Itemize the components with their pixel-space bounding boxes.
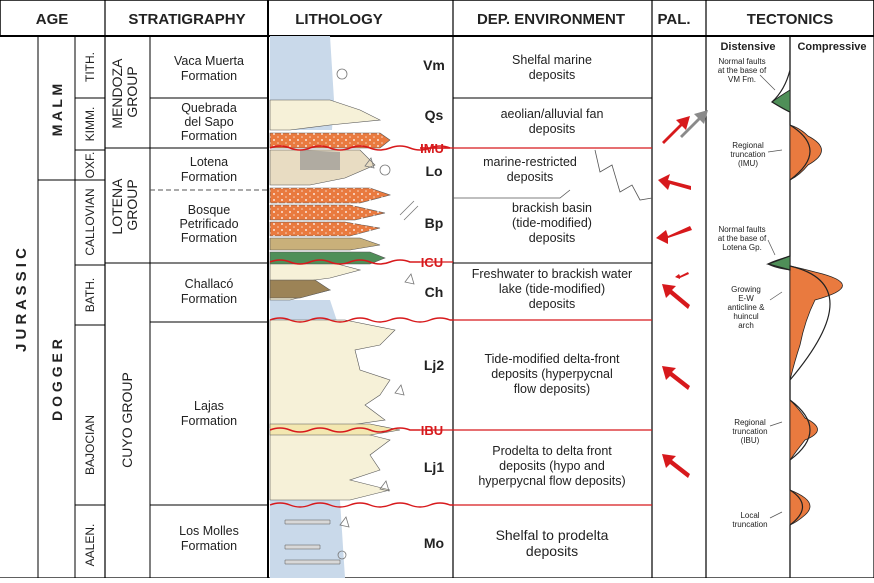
unit-lj1: Lj1 [424, 459, 444, 475]
compressive-peak-imu [790, 125, 822, 180]
facies-transition-line [595, 150, 652, 200]
unit-vm: Vm [423, 57, 445, 73]
header-stratigraphy: STRATIGRAPHY [128, 11, 245, 28]
tectonics-compressive: Compressive [797, 41, 866, 53]
stage-tithonian: TITH. [83, 52, 97, 82]
unit-bp: Bp [425, 215, 444, 231]
unit-mo: Mo [424, 535, 444, 551]
stage-aalenian: AALEN. [83, 524, 97, 567]
unit-codes: Vm Qs Lo Bp Ch Lj2 Lj1 Mo [423, 57, 445, 551]
compressive-peak-anticline [790, 266, 843, 380]
tectonic-curves [768, 56, 843, 578]
group-cuyo: CUYO GROUP [119, 372, 135, 468]
paleo-arrow-1 [662, 116, 690, 144]
epoch-dogger: D O G G E R [49, 339, 65, 421]
period-label: J U R A S S I C [13, 248, 30, 352]
unit-lo: Lo [425, 163, 442, 179]
group-lotena-line2: GROUP [124, 179, 140, 230]
unit-qs: Qs [425, 107, 444, 123]
unit-ch: Ch [425, 284, 444, 300]
stage-oxfordian: OXF. [83, 152, 97, 179]
compressive-peak-local [790, 490, 810, 525]
tectonics-distensive: Distensive [720, 41, 775, 53]
epoch-malm: M A L M [49, 84, 65, 136]
compressive-peak-ibu [790, 400, 818, 460]
unit-lj2: Lj2 [424, 357, 444, 373]
header-age: AGE [36, 11, 69, 28]
header-tectonics: TECTONICS [747, 11, 833, 28]
paleo-arrow-8 [662, 454, 690, 478]
group-lotena-line1: LOTENA [109, 178, 125, 235]
stage-kimmeridgian: KIMM. [83, 107, 97, 142]
group-mendoza-line1: MENDOZA [109, 58, 125, 129]
paleo-arrow-3 [658, 174, 691, 190]
header-environment: DEP. ENVIRONMENT [477, 11, 625, 28]
stage-callovian: CALLOVIAN [83, 188, 97, 255]
stage-bajocian: BAJOCIAN [83, 415, 97, 475]
header-paleo: PAL. [657, 11, 690, 28]
stage-bathonian: BATH. [83, 278, 97, 312]
paleo-arrow-6 [662, 284, 690, 309]
paleo-arrow-5 [675, 272, 689, 279]
header-lithology: LITHOLOGY [295, 11, 383, 28]
group-lotena: LOTENA GROUP [109, 175, 140, 234]
group-mendoza: MENDOZA GROUP [109, 55, 140, 128]
paleocurrent-arrows [656, 110, 708, 478]
paleo-arrow-7 [662, 366, 690, 390]
group-mendoza-line2: GROUP [124, 66, 140, 117]
paleo-arrow-4 [656, 226, 692, 244]
env-brackish-basin: brackish basin(tide-modified)deposits [512, 201, 592, 245]
